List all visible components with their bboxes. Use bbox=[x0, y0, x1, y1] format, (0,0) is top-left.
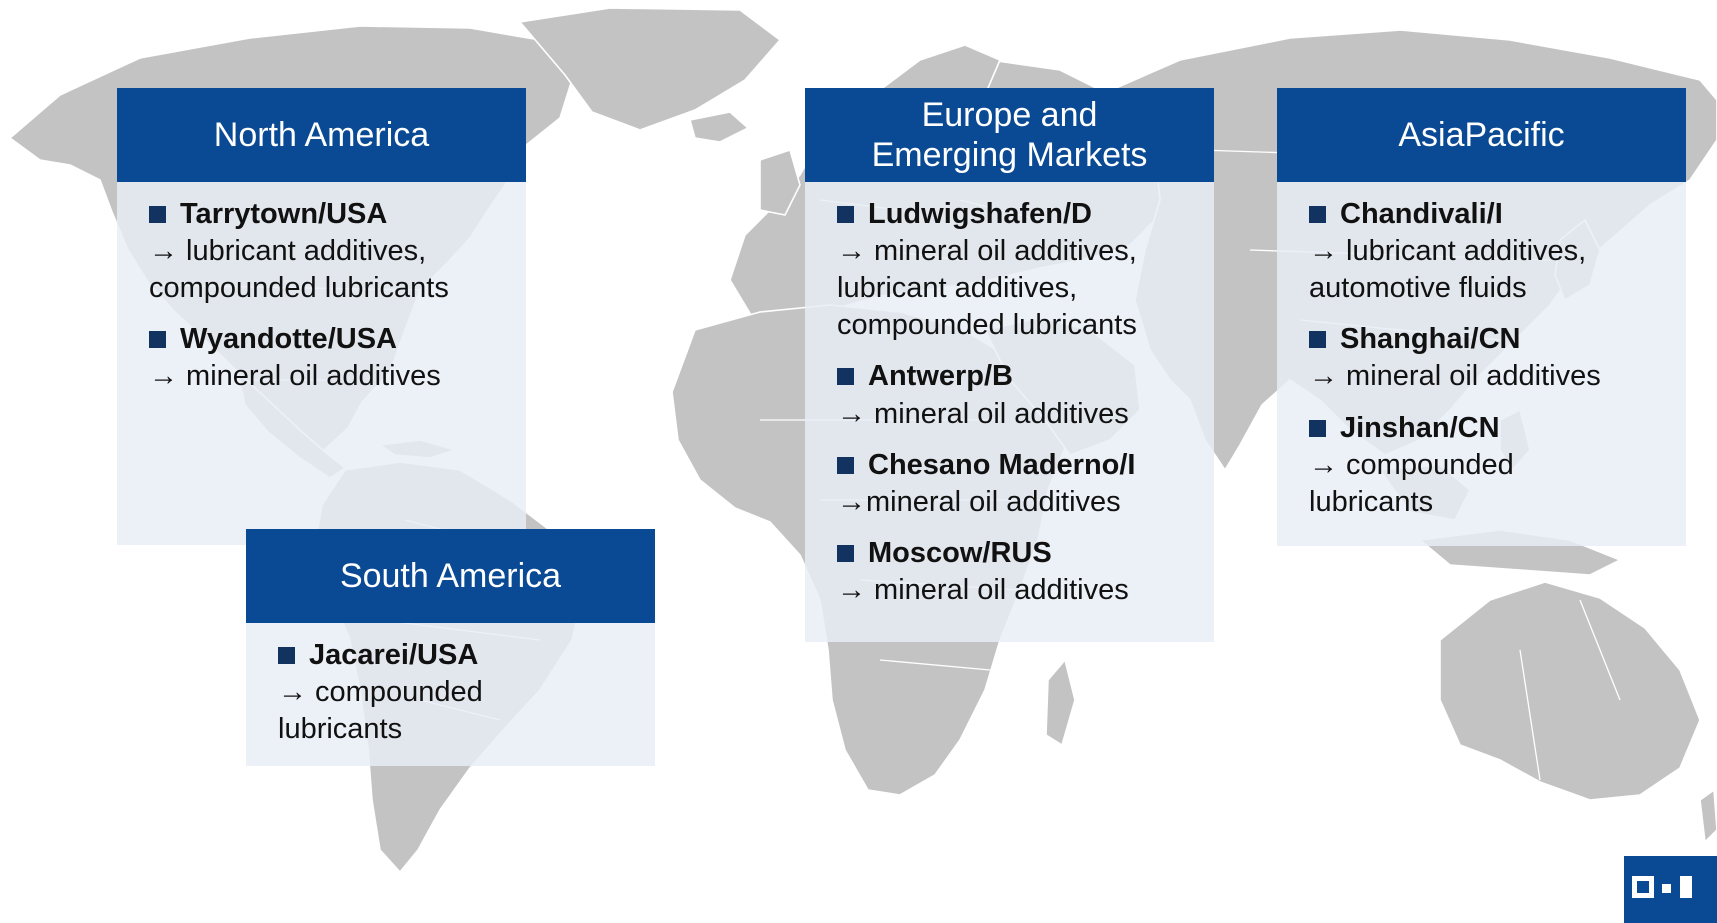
region-europe: Europe and Emerging Markets Ludwigshafen… bbox=[805, 88, 1214, 642]
land-greenland bbox=[519, 7, 781, 131]
land-iceland bbox=[689, 111, 749, 143]
site-products: → mineral oil additives bbox=[1309, 360, 1601, 393]
region-title: South America bbox=[246, 529, 655, 623]
site-item: Shanghai/CN → mineral oil additives bbox=[1309, 321, 1686, 395]
land-new-zealand bbox=[1699, 789, 1717, 843]
site-name: Tarrytown/USA bbox=[180, 198, 388, 230]
site-name: Shanghai/CN bbox=[1340, 323, 1521, 356]
site-list: Jacarei/USA → compounded lubricants bbox=[246, 623, 655, 766]
square-bullet-icon bbox=[1309, 331, 1326, 349]
square-bullet-icon bbox=[149, 206, 166, 224]
square-bullet-icon bbox=[837, 544, 854, 562]
region-south-america: South America Jacarei/USA → compounded l… bbox=[246, 529, 655, 766]
site-item: Wyandotte/USA → mineral oil additives bbox=[149, 321, 526, 395]
square-bullet-icon bbox=[1309, 419, 1326, 437]
site-name: Chesano Maderno/I bbox=[868, 448, 1136, 481]
site-name: Moscow/RUS bbox=[868, 536, 1052, 569]
site-item: Antwerp/B → mineral oil additives bbox=[837, 358, 1214, 432]
site-name: Chandivali/I bbox=[1340, 198, 1503, 230]
land-australia bbox=[1439, 581, 1701, 801]
site-name: Jinshan/CN bbox=[1340, 411, 1500, 444]
site-list: Ludwigshafen/D → mineral oil additives, … bbox=[805, 182, 1214, 642]
site-name: Wyandotte/USA bbox=[180, 323, 397, 356]
site-products: → mineral oil additives bbox=[149, 360, 441, 393]
site-list: Chandivali/I → lubricant additives, auto… bbox=[1277, 182, 1686, 546]
site-item: Jacarei/USA → compounded lubricants bbox=[278, 637, 655, 748]
site-products: → mineral oil additives bbox=[837, 573, 1129, 606]
site-item: Jinshan/CN → compounded lubricants bbox=[1309, 410, 1686, 521]
region-title: Europe and Emerging Markets bbox=[805, 88, 1214, 182]
land-madagascar bbox=[1045, 659, 1076, 746]
region-title: North America bbox=[117, 88, 526, 182]
square-bullet-icon bbox=[149, 331, 166, 349]
region-north-america: North America Tarrytown/USA → lubricant … bbox=[117, 88, 526, 545]
region-asia-pacific: AsiaPacific Chandivali/I → lubricant add… bbox=[1277, 88, 1686, 546]
company-logo-icon bbox=[1624, 856, 1717, 923]
site-name: Ludwigshafen/D bbox=[868, 198, 1092, 230]
square-bullet-icon bbox=[278, 647, 295, 665]
site-item: Chandivali/I → lubricant additives, auto… bbox=[1309, 196, 1686, 307]
site-products: → mineral oil additives, lubricant addit… bbox=[837, 235, 1137, 342]
site-products: → lubricant additives, automotive fluids bbox=[1309, 235, 1587, 305]
site-products: → mineral oil additives bbox=[837, 397, 1129, 430]
square-bullet-icon bbox=[1309, 206, 1326, 224]
site-products: → compounded lubricants bbox=[1309, 448, 1514, 518]
land-british-isles bbox=[759, 149, 801, 216]
square-bullet-icon bbox=[837, 206, 854, 224]
site-item: Moscow/RUS → mineral oil additives bbox=[837, 535, 1214, 609]
region-title: AsiaPacific bbox=[1277, 88, 1686, 182]
site-item: Tarrytown/USA → lubricant additives, com… bbox=[149, 196, 526, 307]
site-products: → lubricant additives, compounded lubric… bbox=[149, 235, 449, 305]
site-name: Antwerp/B bbox=[868, 360, 1013, 393]
square-bullet-icon bbox=[837, 456, 854, 474]
site-name: Jacarei/USA bbox=[309, 639, 479, 671]
site-item: Chesano Maderno/I →mineral oil additives bbox=[837, 447, 1214, 521]
site-item: Ludwigshafen/D → mineral oil additives, … bbox=[837, 196, 1214, 344]
square-bullet-icon bbox=[837, 368, 854, 386]
site-products: → compounded lubricants bbox=[278, 676, 483, 746]
site-list: Tarrytown/USA → lubricant additives, com… bbox=[117, 182, 526, 545]
site-products: →mineral oil additives bbox=[837, 485, 1121, 518]
